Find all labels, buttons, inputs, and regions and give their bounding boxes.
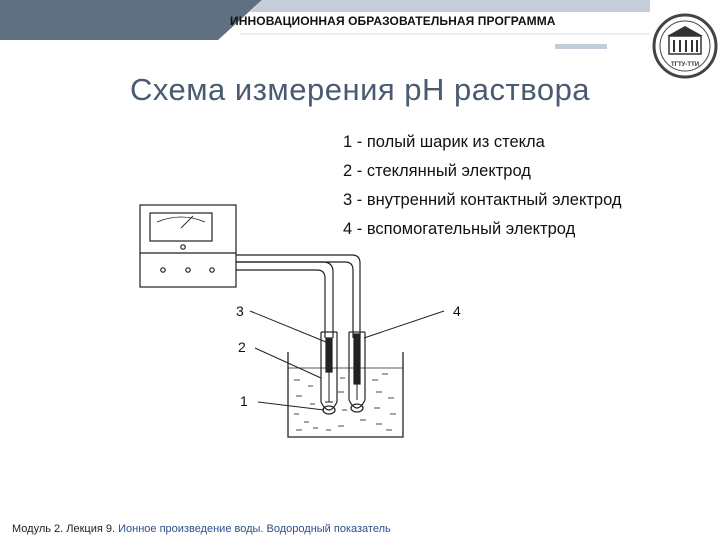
footer-topic: Ионное произведение воды. Водородный пок… bbox=[118, 523, 391, 535]
legend-item-1: 1 - полый шарик из стекла bbox=[343, 133, 545, 151]
label-4: 4 bbox=[453, 303, 461, 319]
leader-lines bbox=[249, 310, 445, 411]
ph-meter bbox=[139, 204, 237, 288]
glass-electrode bbox=[320, 331, 338, 415]
header-dark-block bbox=[0, 0, 262, 40]
meter-terminal-2 bbox=[185, 267, 191, 273]
label-3: 3 bbox=[236, 303, 244, 319]
header-decoration bbox=[0, 0, 650, 49]
meter-terminal-3 bbox=[209, 267, 215, 273]
meter-body bbox=[139, 204, 237, 288]
legend: 1 - полый шарик из стекла 2 - стеклянный… bbox=[343, 128, 622, 244]
footer-module: Модуль 2. Лекция 9. bbox=[12, 523, 116, 535]
label-1: 1 bbox=[240, 393, 248, 409]
auxiliary-electrode-core bbox=[353, 333, 361, 385]
header-bar bbox=[0, 0, 720, 58]
solution bbox=[294, 373, 396, 431]
meter-needle bbox=[180, 215, 194, 229]
program-title: ИННОВАЦИОННАЯ ОБРАЗОВАТЕЛЬНАЯ ПРОГРАММА bbox=[230, 14, 556, 28]
meter-knob bbox=[180, 244, 186, 250]
legend-item-4: 4 - вспомогательный электрод bbox=[343, 220, 576, 238]
auxiliary-electrode bbox=[348, 331, 366, 413]
legend-item-3: 3 - внутренний контактный электрод bbox=[343, 191, 622, 209]
header-light-strip bbox=[250, 0, 650, 12]
inner-contact-electrode bbox=[325, 337, 333, 373]
label-2: 2 bbox=[238, 339, 246, 355]
beaker bbox=[287, 352, 404, 438]
meter-display bbox=[149, 212, 213, 242]
legend-item-2: 2 - стеклянный электрод bbox=[343, 162, 531, 180]
meter-terminal-1 bbox=[160, 267, 166, 273]
header-accent-line bbox=[555, 44, 607, 49]
slide-title: Схема измерения pH раствора bbox=[129, 72, 591, 107]
footer: Модуль 2. Лекция 9. Ионное произведение … bbox=[12, 523, 391, 535]
cables bbox=[236, 254, 361, 338]
